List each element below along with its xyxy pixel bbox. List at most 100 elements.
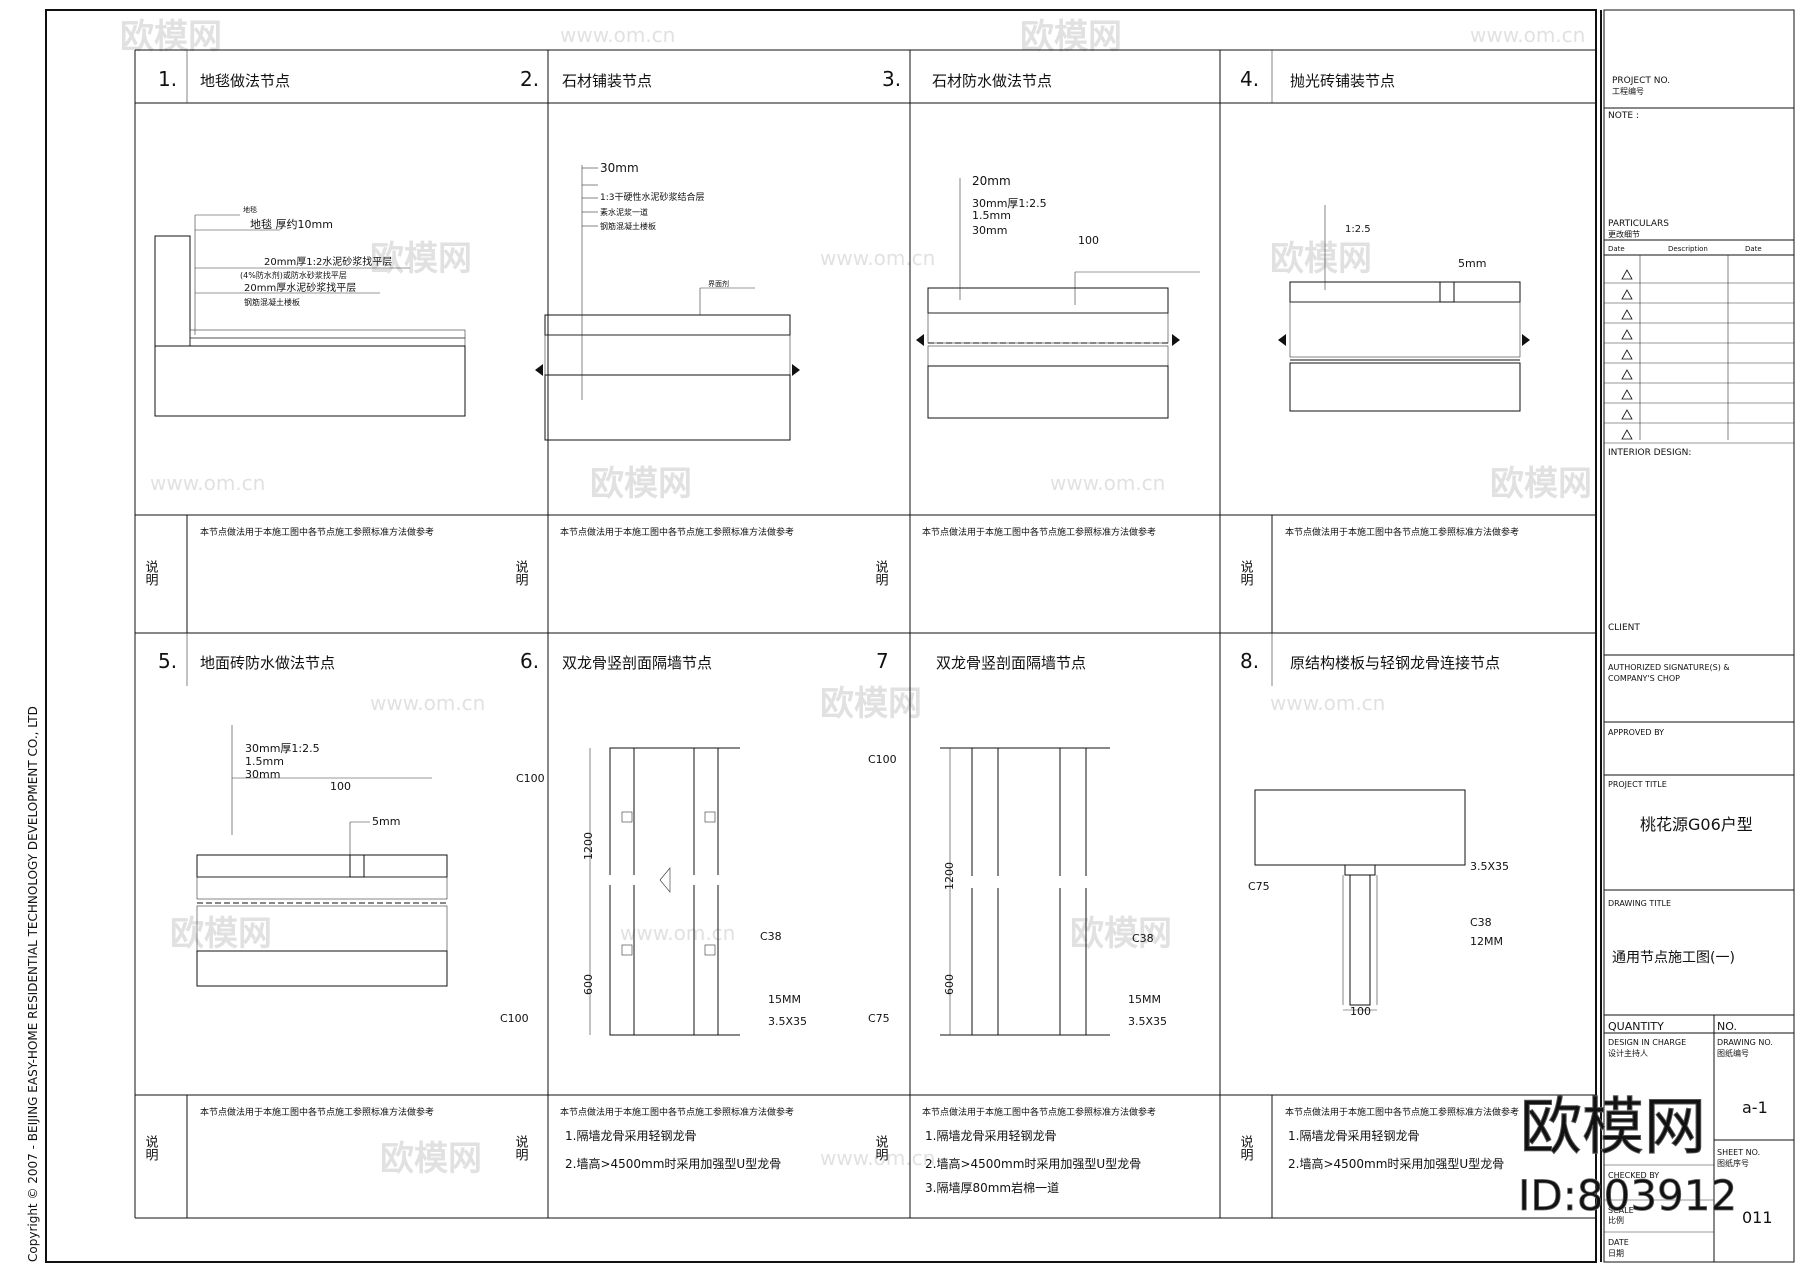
- svg-text:CHECKED BY: CHECKED BY: [1608, 1171, 1659, 1180]
- label: 1.5mm: [972, 209, 1011, 222]
- detail-4-tile: 1:2.5 5mm: [1278, 205, 1530, 412]
- panel-headers: 1. 地毯做法节点 2. 石材铺装节点 3. 石材防水做法节点 4. 抛光砖铺装…: [158, 67, 1500, 673]
- panel-note-line: 2.墙高>4500mm时采用加强型U型龙骨: [565, 1156, 781, 1171]
- label: 1:2.5: [1345, 224, 1371, 235]
- svg-text:Description: Description: [1668, 245, 1708, 253]
- panel-number: 4.: [1240, 67, 1259, 91]
- title-block: PROJECT NO. 工程编号 NOTE : PARTICULARS 更改细节…: [1604, 76, 1794, 1262]
- label: 100: [1350, 1005, 1371, 1018]
- label: (4%防水剂)或防水砂浆找平层: [240, 270, 347, 280]
- watermark-site: www.om.cn: [1270, 691, 1385, 715]
- watermark-site: www.om.cn: [1050, 471, 1165, 495]
- detail-8-slab-connection: 3.5X35 C75 C38 12MM 100: [1248, 789, 1509, 1018]
- panel-number: 3.: [882, 67, 901, 91]
- panel-note: 本节点做法用于本施工图中各节点施工参照标准方法做参考: [200, 1106, 434, 1118]
- label: C75: [1248, 880, 1270, 893]
- svg-text:DATE: DATE: [1608, 1238, 1629, 1247]
- svg-text:PARTICULARS: PARTICULARS: [1608, 219, 1669, 229]
- svg-text:更改细节: 更改细节: [1608, 229, 1640, 239]
- panel-note: 本节点做法用于本施工图中各节点施工参照标准方法做参考: [560, 526, 794, 538]
- drawing-grid: [134, 49, 1596, 1219]
- panel-note: 本节点做法用于本施工图中各节点施工参照标准方法做参考: [200, 526, 434, 538]
- svg-text:a-1: a-1: [1742, 1098, 1768, 1117]
- label: 1:3干硬性水泥砂浆结合层: [600, 191, 705, 203]
- watermark-id: ID:803912: [1518, 1171, 1737, 1220]
- revision-triangle-icon: [1621, 309, 1633, 320]
- svg-text:SHEET NO.: SHEET NO.: [1717, 1148, 1760, 1157]
- watermark-brand: 欧模网: [1020, 17, 1122, 57]
- panel-number: 2.: [520, 67, 539, 91]
- svg-text:Date: Date: [1745, 245, 1762, 253]
- watermark-brand: 欧模网: [380, 1139, 482, 1179]
- svg-text:通用节点施工图(一): 通用节点施工图(一): [1612, 950, 1735, 966]
- revision-triangle-icon: [1621, 409, 1633, 420]
- watermark-site: www.om.cn: [620, 921, 735, 945]
- watermark-brand: 欧模网: [1070, 914, 1172, 954]
- panel-note-line: 1.隔墙龙骨采用轻钢龙骨: [1288, 1129, 1419, 1143]
- svg-text:APPROVED BY: APPROVED BY: [1608, 728, 1664, 737]
- label: 3.5X35: [1128, 1015, 1167, 1028]
- label: C100: [868, 753, 897, 766]
- notes-label: 说明: [873, 560, 889, 587]
- svg-text:比例: 比例: [1608, 1215, 1624, 1225]
- revision-triangle-icon: [1621, 389, 1633, 400]
- watermark-brand: 欧模网: [1490, 464, 1592, 504]
- revision-triangle-icon: [1621, 429, 1633, 440]
- label: 100: [1078, 234, 1099, 247]
- revision-triangle-icon: [1621, 289, 1633, 300]
- panel-title: 地毯做法节点: [200, 72, 290, 90]
- label: C38: [1470, 916, 1492, 929]
- watermark-site: www.om.cn: [1470, 23, 1585, 47]
- label: 5mm: [372, 815, 400, 828]
- revision-triangle-icon: [1621, 369, 1633, 380]
- revision-triangle-icon: [1621, 269, 1633, 280]
- watermark-layer: 欧模网 www.om.cn 欧模网 www.om.cn 欧模网 www.om.c…: [120, 17, 1592, 1179]
- svg-text:DESIGN IN CHARGE: DESIGN IN CHARGE: [1608, 1038, 1686, 1047]
- svg-text:011: 011: [1742, 1208, 1773, 1227]
- label: 3.5X35: [768, 1015, 807, 1028]
- svg-text:DRAWING NO.: DRAWING NO.: [1717, 1038, 1773, 1047]
- svg-text:地毯 厚约10mm: 地毯 厚约10mm: [250, 217, 333, 231]
- label: 30mm厚1:2.5: [245, 742, 320, 755]
- watermark-brand: 欧模网: [820, 684, 922, 724]
- notes-label: 说明: [513, 560, 529, 587]
- detail-5-tile-waterproof: 30mm厚1:2.5 1.5mm 30mm 100 5mm: [196, 725, 448, 987]
- svg-text:工程编号: 工程编号: [1612, 86, 1644, 96]
- watermark-brand: 欧模网: [170, 914, 272, 954]
- panel-title: 抛光砖铺装节点: [1290, 72, 1395, 90]
- label: 30mm: [600, 161, 639, 175]
- notes-label: 说明: [143, 560, 159, 587]
- label: 20mm厚水泥砂浆找平层: [244, 281, 356, 294]
- notes-label: 说明: [873, 1135, 889, 1162]
- label: 15MM: [768, 993, 801, 1006]
- panel-note: 本节点做法用于本施工图中各节点施工参照标准方法做参考: [922, 1106, 1156, 1118]
- watermark-site: www.om.cn: [820, 246, 935, 270]
- panel-title: 双龙骨竖剖面隔墙节点: [562, 654, 712, 672]
- svg-text:NO.: NO.: [1717, 1020, 1737, 1033]
- label: 100: [330, 780, 351, 793]
- label: 30mm厚1:2.5: [972, 197, 1047, 210]
- project-no-label: PROJECT NO.: [1612, 76, 1670, 86]
- svg-text:设计主持人: 设计主持人: [1608, 1048, 1648, 1058]
- panel-note-line: 2.墙高>4500mm时采用加强型U型龙骨: [925, 1156, 1141, 1171]
- label: C38: [760, 930, 782, 943]
- label: C100: [516, 772, 545, 785]
- panel-number: 6.: [520, 649, 539, 673]
- panel-title: 石材铺装节点: [562, 72, 652, 90]
- svg-text:Date: Date: [1608, 245, 1625, 253]
- detail-6-partition: C100 C38 15MM 3.5X35 1200 600 C100: [500, 747, 807, 1036]
- label: 5mm: [1458, 257, 1486, 270]
- panel-note-line: 1.隔墙龙骨采用轻钢龙骨: [925, 1129, 1056, 1143]
- svg-text:桃花源G06户型: 桃花源G06户型: [1640, 815, 1753, 834]
- svg-text:CLIENT: CLIENT: [1608, 623, 1640, 633]
- label: 1200: [943, 862, 956, 890]
- detail-1-carpet: 地毯 地毯 厚约10mm 20mm厚1:2水泥砂浆找平层 (4%防水剂)或防水砂…: [154, 205, 466, 417]
- svg-text:QUANTITY: QUANTITY: [1608, 1020, 1664, 1033]
- panel-note-line: 1.隔墙龙骨采用轻钢龙骨: [565, 1129, 696, 1143]
- detail-2-stone: 30mm 1:3干硬性水泥砂浆结合层 素水泥浆一道 钢筋混凝土楼板 界面剂: [535, 161, 800, 441]
- label: 钢筋混凝土楼板: [600, 221, 656, 231]
- label: 地毯: [243, 205, 257, 214]
- watermark-site: www.om.cn: [820, 1146, 935, 1170]
- svg-text:NOTE :: NOTE :: [1608, 111, 1639, 121]
- svg-text:DRAWING TITLE: DRAWING TITLE: [1608, 899, 1671, 908]
